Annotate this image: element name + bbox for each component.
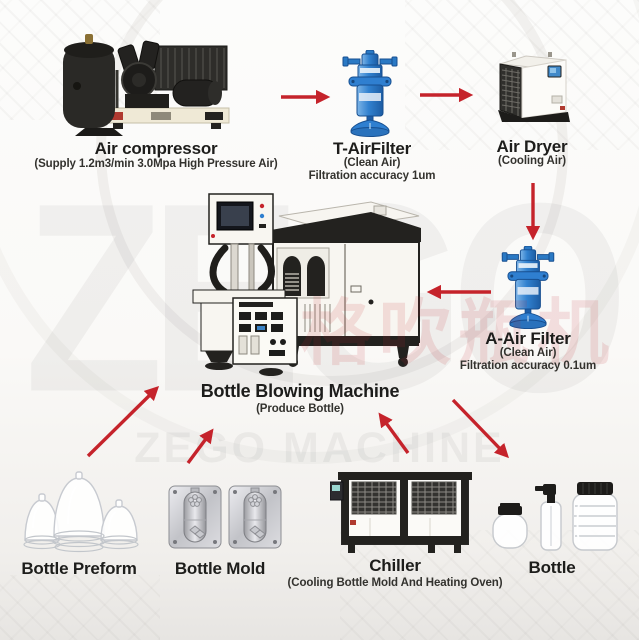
bottle-blowing-machine-icon (175, 186, 423, 387)
bottle-mold-icon (164, 476, 286, 561)
t-air-filter-subtitle: (Clean Air) (343, 157, 401, 169)
air-compressor-subtitle: (Supply 1.2m3/min 3.0Mpa High Pressure A… (34, 158, 278, 170)
a-air-filter-icon (500, 245, 556, 335)
t-air-filter-icon (342, 49, 398, 143)
arrow-mold-to-machine (186, 428, 214, 465)
t-air-filter-title: T-AirFilter (332, 139, 412, 158)
a-air-filter-subtitle: (Clean Air) (499, 347, 557, 359)
background-maze-pattern (0, 575, 160, 640)
arrow-preform-to-machine (86, 385, 160, 458)
zego-machine-watermark: ZEGO MACHINE (134, 424, 505, 472)
bottle-blowing-machine-subtitle: (Produce Bottle) (256, 403, 344, 415)
chinese-stamp-watermark: 格吹瓶机 (300, 294, 617, 374)
a-air-filter-detail: Filtration accuracy 0.1um (459, 360, 597, 372)
air-dryer-title: Air Dryer (496, 137, 568, 156)
bottle-preform-title: Bottle Preform (21, 559, 137, 578)
chiller-subtitle: (Cooling Bottle Mold And Heating Oven) (287, 577, 503, 589)
air-compressor-title: Air compressor (94, 139, 218, 158)
chiller-icon (329, 466, 478, 563)
bottle-preform-icon (16, 466, 142, 559)
t-air-filter-detail: Filtration accuracy 1um (308, 170, 436, 182)
arrow-machine-to-bottle (451, 398, 509, 459)
arrow-chiller-to-machine (378, 412, 410, 455)
air-dryer-icon (492, 48, 574, 137)
bottle-mold-title: Bottle Mold (174, 559, 266, 578)
air-compressor-icon (55, 34, 233, 143)
bottle-icon (489, 476, 619, 561)
air-dryer-subtitle: (Cooling Air) (498, 155, 566, 167)
bottle-blowing-machine-title: Bottle Blowing Machine (200, 381, 400, 401)
bottle-title: Bottle (528, 558, 576, 577)
chiller-title: Chiller (369, 556, 421, 575)
a-air-filter-title: A-Air Filter (485, 329, 571, 348)
